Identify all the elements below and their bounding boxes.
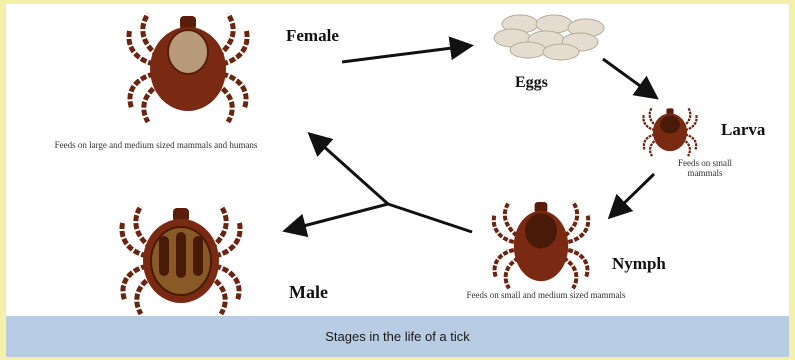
tick-life-cycle-diagram: Female Eggs Larva Nymph Male Feeds on la… bbox=[6, 4, 789, 316]
nymph-label: Nymph bbox=[612, 254, 666, 274]
female-to-eggs-arrow bbox=[342, 46, 468, 62]
nymph-to-male-arrow bbox=[288, 204, 388, 230]
larva-label: Larva bbox=[721, 120, 765, 140]
caption-bar: Stages in the life of a tick bbox=[6, 316, 789, 357]
figure-caption: Stages in the life of a tick bbox=[325, 329, 470, 344]
larva-to-nymph-arrow bbox=[612, 174, 654, 215]
male-tick-icon bbox=[122, 206, 240, 314]
nymph-tick-icon bbox=[494, 202, 589, 288]
cycle-arrows bbox=[288, 46, 654, 232]
nymph-feeding-note: Feeds on small and medium sized mammals bbox=[436, 290, 656, 300]
female-tick-icon bbox=[129, 14, 247, 122]
larva-tick-icon bbox=[643, 108, 696, 157]
larva-feeding-note: Feeds on small mammals bbox=[670, 158, 740, 178]
eggs-icon bbox=[494, 15, 604, 60]
female-label: Female bbox=[286, 26, 339, 46]
nymph-to-female-arrow bbox=[312, 136, 388, 204]
male-label: Male bbox=[289, 282, 328, 303]
female-feeding-note: Feeds on large and medium sized mammals … bbox=[16, 140, 296, 150]
eggs-label: Eggs bbox=[515, 74, 548, 92]
nymph-branch-line bbox=[388, 204, 472, 232]
eggs-to-larva-arrow bbox=[603, 59, 654, 96]
